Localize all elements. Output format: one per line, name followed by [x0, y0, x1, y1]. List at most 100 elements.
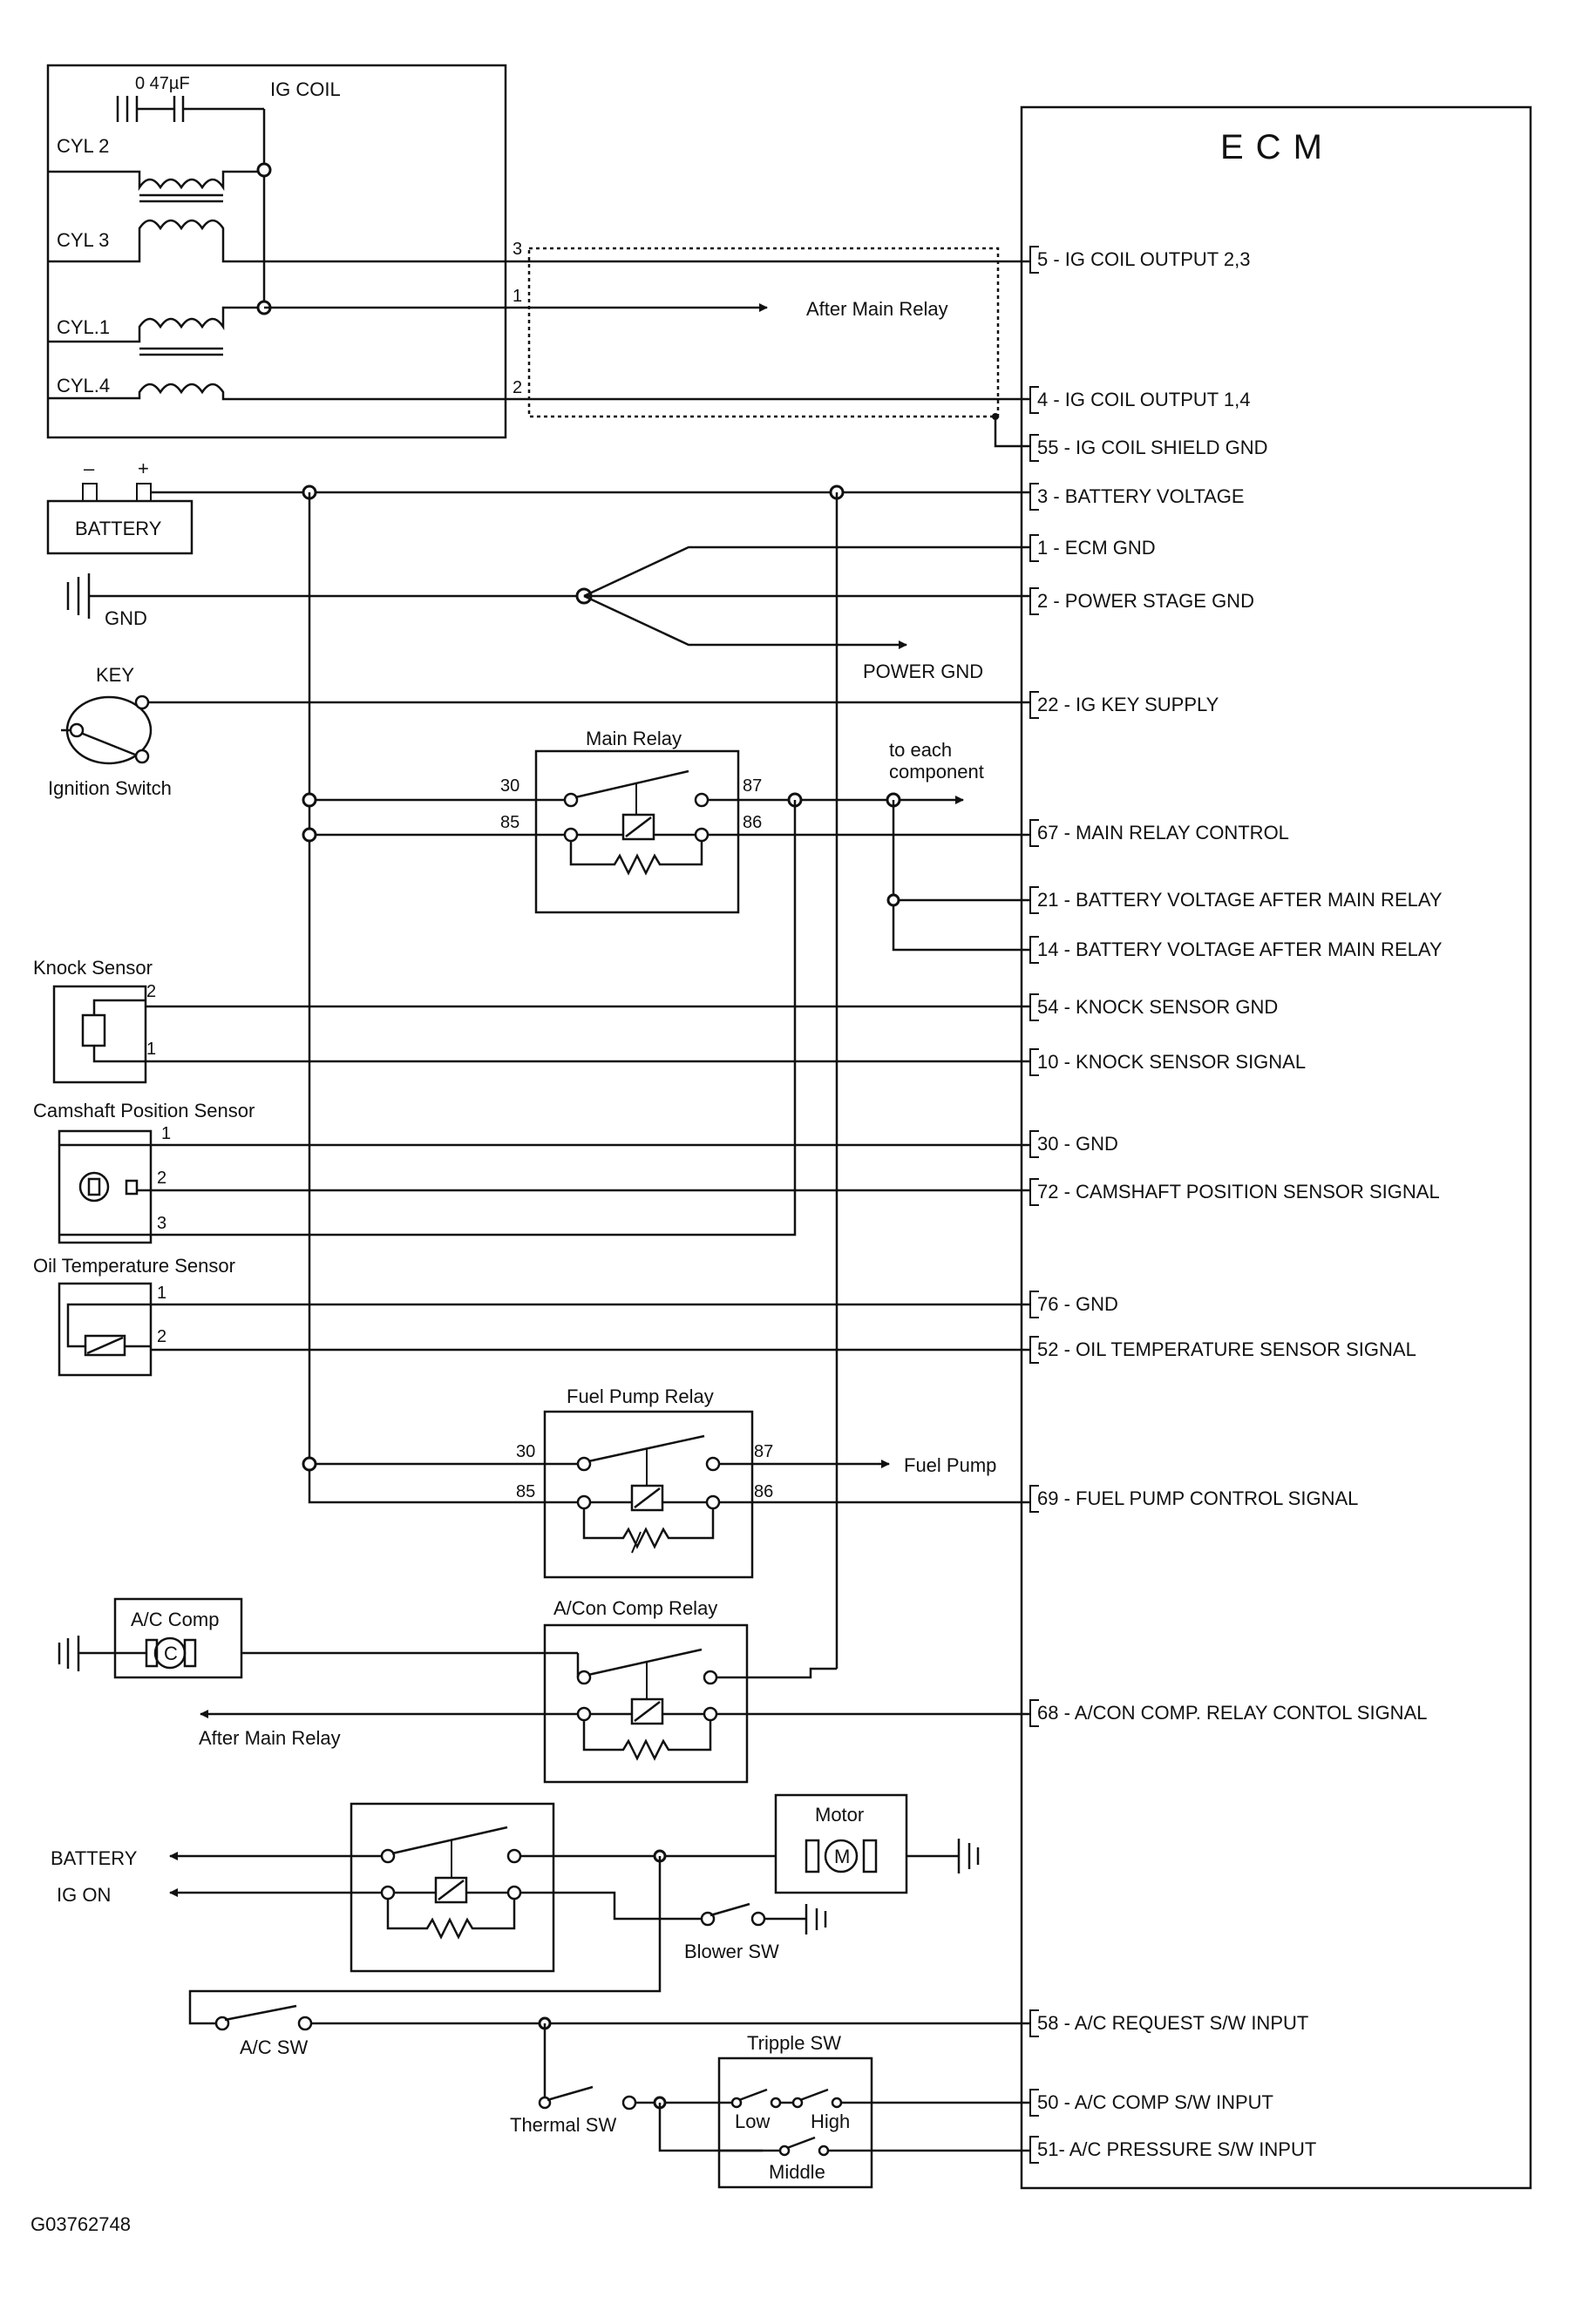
coil-2-3-icon [48, 170, 519, 263]
coil-terminal-3: 3 [513, 240, 522, 259]
battery-minus: – [84, 457, 95, 479]
capacitor-icon [116, 96, 266, 170]
ecm-pins: 5 - IG COIL OUTPUT 2,3 4 - IG COIL OUTPU… [1029, 246, 1443, 2164]
oil-sensor-title: Oil Temperature Sensor [33, 1255, 235, 1277]
cyl3-label: CYL 3 [57, 229, 109, 251]
oil-temp-sensor-icon [58, 1282, 153, 1377]
ac-sw-blade [224, 2004, 297, 2022]
coil-terminal-1: 1 [513, 287, 522, 306]
ground-symbol-motor [957, 1839, 980, 1873]
cam-terminal-1: 1 [161, 1124, 171, 1143]
main-relay: Main Relay [534, 728, 740, 914]
ignition-switch-icon [61, 694, 153, 765]
ground-symbol-ac-comp [58, 1636, 80, 1671]
ecm-pin-67: 67 - MAIN RELAY CONTROL [1029, 819, 1289, 847]
oil-terminal-2: 2 [157, 1327, 166, 1346]
ecm-pin-69: 69 - FUEL PUMP CONTROL SIGNAL [1029, 1485, 1358, 1513]
gnd-label: GND [105, 607, 147, 629]
tripple-middle-label: Middle [769, 2161, 825, 2183]
svg-text:14 - BATTERY VOLTAGE AFTER MAI: 14 - BATTERY VOLTAGE AFTER MAIN RELAY [1037, 938, 1443, 960]
tripple-low-label: Low [735, 2111, 770, 2132]
ecm-pin-51: 51- A/C PRESSURE S/W INPUT [1029, 2136, 1316, 2164]
motor-label: Motor [815, 1804, 864, 1826]
ac-relay-title: A/Con Comp Relay [553, 1597, 717, 1619]
ecm-pin-54: 54 - KNOCK SENSOR GND [1029, 993, 1278, 1021]
ecm-module: ECM [1020, 105, 1532, 2190]
blower-relay [350, 1802, 555, 1973]
ecm-pin-55: 55 - IG COIL SHIELD GND [1029, 434, 1267, 462]
to-each-label-2: component [889, 761, 984, 783]
svg-text:72 - CAMSHAFT POSITION SENSOR: 72 - CAMSHAFT POSITION SENSOR SIGNAL [1037, 1181, 1440, 1203]
figure-code: G03762748 [31, 2213, 131, 2235]
svg-text:69 - FUEL PUMP CONTROL SIGNAL: 69 - FUEL PUMP CONTROL SIGNAL [1037, 1487, 1358, 1509]
after-main-relay-label: After Main Relay [806, 298, 948, 320]
ecm-pin-72: 72 - CAMSHAFT POSITION SENSOR SIGNAL [1029, 1178, 1440, 1206]
thermal-sw-label: Thermal SW [510, 2114, 616, 2136]
ecm-pin-68: 68 - A/CON COMP. RELAY CONTOL SIGNAL [1029, 1699, 1427, 1727]
svg-text:30 - GND: 30 - GND [1037, 1133, 1118, 1155]
svg-text:21 - BATTERY VOLTAGE AFTER MAI: 21 - BATTERY VOLTAGE AFTER MAIN RELAY [1037, 889, 1443, 911]
tripple-high-label: High [811, 2111, 850, 2132]
ig-coil-title: IG COIL [270, 78, 341, 100]
thermal-sw-blade [547, 2085, 594, 2102]
wire-ac-sw-feed [188, 1856, 662, 2025]
ecm-pin-76: 76 - GND [1029, 1291, 1118, 1318]
wire-ac-relay-supply [716, 1667, 837, 1679]
wire-battery-after-relay-14 [892, 800, 1030, 952]
svg-text:4 - IG COIL OUTPUT 1,4: 4 - IG COIL OUTPUT 1,4 [1037, 389, 1251, 410]
coil-1-4-icon [48, 306, 1030, 401]
knock-sensor-title: Knock Sensor [33, 957, 153, 979]
ecm-pin-2: 2 - POWER STAGE GND [1029, 587, 1254, 615]
camshaft-sensor-icon [58, 1129, 153, 1244]
cyl1-label: CYL.1 [57, 316, 110, 338]
ecm-pin-58: 58 - A/C REQUEST S/W INPUT [1029, 2009, 1308, 2037]
knock-terminal-2: 2 [146, 982, 156, 1001]
fuel-relay-30: 30 [516, 1442, 535, 1461]
ignition-coil: 0 47µF IG COIL CYL 2 CYL 3 CYL.1 CYL.4 [46, 64, 1030, 439]
svg-text:54 - KNOCK SENSOR GND: 54 - KNOCK SENSOR GND [1037, 996, 1278, 1018]
svg-text:3 - BATTERY VOLTAGE: 3 - BATTERY VOLTAGE [1037, 485, 1245, 507]
main-relay-30: 30 [500, 776, 519, 796]
cam-terminal-2: 2 [157, 1169, 166, 1188]
ecm-title: ECM [1220, 128, 1334, 166]
coil-terminal-2: 2 [513, 378, 522, 397]
fuel-relay-85: 85 [516, 1482, 535, 1501]
svg-text:58 - A/C REQUEST S/W INPUT: 58 - A/C REQUEST S/W INPUT [1037, 2012, 1308, 2034]
svg-text:51- A/C PRESSURE S/W INPUT: 51- A/C PRESSURE S/W INPUT [1037, 2138, 1316, 2160]
ac-sw-contact-b [297, 2016, 313, 2031]
ac-comp-motor-letter: C [164, 1643, 178, 1664]
ecm-pin-30: 30 - GND [1029, 1130, 1118, 1158]
svg-text:50 - A/C COMP S/W INPUT: 50 - A/C COMP S/W INPUT [1037, 2091, 1273, 2113]
main-relay-87: 87 [743, 776, 762, 796]
wire-fuel-relay-85 [308, 1486, 578, 1504]
ground-symbol-blower-sw [805, 1904, 827, 1934]
ecm-pin-4: 4 - IG COIL OUTPUT 1,4 [1029, 386, 1251, 414]
ground-symbol-gnd [66, 573, 91, 619]
knock-terminal-1: 1 [146, 1040, 156, 1059]
ecm-pin-10: 10 - KNOCK SENSOR SIGNAL [1029, 1048, 1306, 1076]
oil-terminal-1: 1 [157, 1284, 166, 1303]
ecm-pin-21: 21 - BATTERY VOLTAGE AFTER MAIN RELAY [1029, 886, 1443, 914]
fuel-pump-label: Fuel Pump [904, 1454, 996, 1476]
ac-comp-relay [543, 1623, 749, 1784]
tripple-sw-title: Tripple SW [747, 2032, 841, 2054]
ac-after-main-relay-label: After Main Relay [199, 1727, 341, 1749]
to-each-label-1: to each [889, 739, 952, 761]
knock-sensor-icon [52, 985, 147, 1084]
main-relay-85: 85 [500, 813, 519, 832]
svg-text:5 - IG COIL OUTPUT 2,3: 5 - IG COIL OUTPUT 2,3 [1037, 248, 1251, 270]
svg-text:10 - KNOCK SENSOR SIGNAL: 10 - KNOCK SENSOR SIGNAL [1037, 1051, 1306, 1073]
svg-text:1 - ECM GND: 1 - ECM GND [1037, 537, 1156, 559]
svg-text:67 - MAIN RELAY CONTROL: 67 - MAIN RELAY CONTROL [1037, 822, 1289, 844]
wire-blower-sw [520, 1891, 702, 1921]
coil-shield [527, 247, 1000, 418]
ecm-pin-5: 5 - IG COIL OUTPUT 2,3 [1029, 246, 1251, 274]
battery-plus: + [138, 457, 149, 479]
key-label: KEY [96, 664, 134, 686]
fuel-relay-86: 86 [754, 1482, 773, 1501]
wire-ecm-gnd [583, 545, 1030, 598]
svg-text:22 - IG KEY SUPPLY: 22 - IG KEY SUPPLY [1037, 694, 1219, 715]
wire-coil-shield-gnd [994, 417, 1030, 448]
ac-compressor: A/C Comp C [113, 1597, 243, 1679]
